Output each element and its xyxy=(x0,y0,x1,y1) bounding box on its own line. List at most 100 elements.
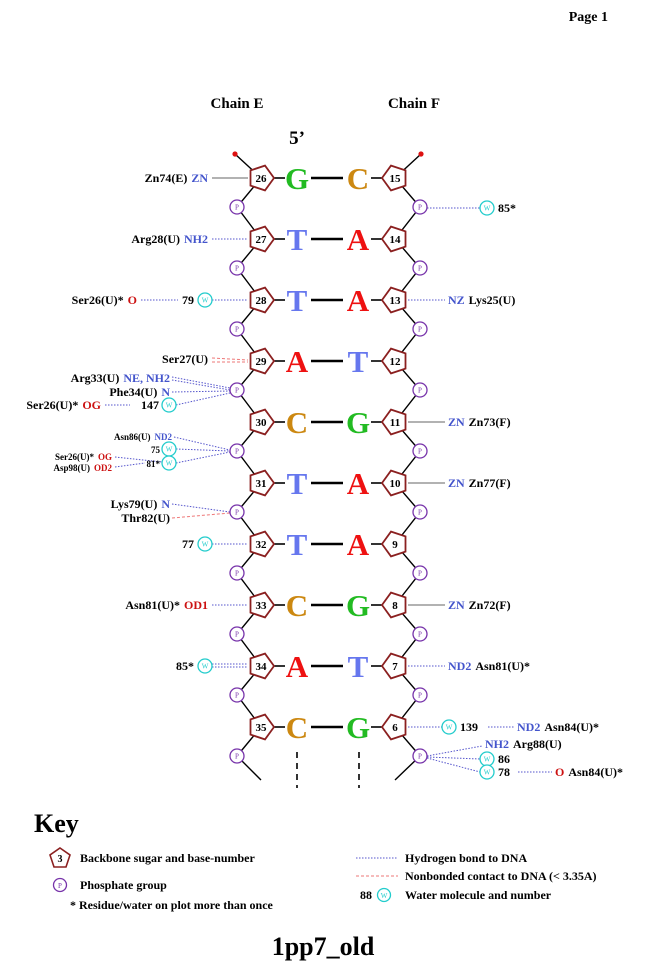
left-phosphate-6-icon xyxy=(229,565,245,581)
right-phosphate-0-label: P xyxy=(418,204,422,212)
left-int-phe34: Phe34(U)N xyxy=(109,385,170,399)
key-phosphate-text: Phosphate group xyxy=(80,878,167,892)
left-int-ser26-og2: Ser26(U)* OG xyxy=(55,452,112,462)
right-water-139-number: 139 xyxy=(460,720,478,734)
right-phosphate-6-icon xyxy=(412,565,428,581)
left-int-zn74-part-1: ZN xyxy=(191,171,208,185)
right-int-zn73-part-1: Zn73(F) xyxy=(469,415,511,429)
left-int-arg28: Arg28(U)NH2 xyxy=(131,232,208,246)
left-water-79-number: 79 xyxy=(182,293,194,307)
right-water-85-icon xyxy=(479,200,495,216)
right-phosphate-3-icon xyxy=(412,382,428,398)
left-phosphate-8-icon xyxy=(229,687,245,703)
right-sugar-3-number: 12 xyxy=(390,356,402,368)
right-sugar-2-group: 13 xyxy=(380,286,407,314)
key-sugar-text: Backbone sugar and base-number xyxy=(80,851,255,865)
left-sugar-5-pentagon-icon xyxy=(249,469,276,497)
right-sugar-3-group: 12 xyxy=(380,347,407,375)
left-int-lys79-line xyxy=(171,503,231,513)
left-phosphate-5-label: P xyxy=(235,509,239,517)
right-phosphate-3-label: P xyxy=(418,387,422,395)
left-sugar-3-pentagon-icon xyxy=(249,347,276,375)
right-phosphate-5-group: P xyxy=(412,504,428,520)
left-int-ser27-part-0: Ser27(U) xyxy=(162,352,208,366)
left-int-zn74-part-0: Zn74(E) xyxy=(145,171,188,185)
left-water-77-label: W xyxy=(202,541,209,549)
chain-right-title: Chain F xyxy=(388,96,440,112)
right-water-86-label: W xyxy=(484,756,491,764)
key-nonbond-entry: Nonbonded contact to DNA (< 3.35A) xyxy=(356,869,597,883)
left-base-5: T xyxy=(287,466,308,501)
left-sugar-1-group: 27 xyxy=(249,225,276,253)
left-int-ser26-o-part-1: O xyxy=(128,293,137,307)
right-base-0: C xyxy=(347,161,369,196)
right-phosphate-6-label: P xyxy=(418,570,422,578)
right-water-85-number: 85* xyxy=(498,201,516,215)
left-sugar-2-group: 28 xyxy=(249,286,276,314)
left-int-arg33-line-a xyxy=(171,376,231,389)
right-int-asn84-o-part-0: O xyxy=(555,765,564,779)
left-sugar-4-group: 30 xyxy=(249,408,276,436)
key-water-text: Water molecule and number xyxy=(405,888,552,902)
left-int-asn81-part-0: Asn81(U)* xyxy=(125,598,180,612)
left-water-79-group: W xyxy=(197,292,213,308)
left-water-85-number: 85* xyxy=(176,659,194,673)
left-phosphate-1-label: P xyxy=(235,265,239,273)
left-sugar-6-pentagon-icon xyxy=(249,530,276,558)
left-base-1: T xyxy=(287,222,308,257)
left-phosphate-9-label: P xyxy=(235,753,239,761)
left-water-81-line xyxy=(175,451,231,464)
left-phosphate-1-icon xyxy=(229,260,245,276)
left-sugar-2-number: 28 xyxy=(256,295,268,307)
right-water-78-group: W xyxy=(479,764,495,780)
left-phosphate-5-icon xyxy=(229,504,245,520)
left-int-ser27-line-a xyxy=(211,357,249,361)
right-phosphate-5-icon xyxy=(412,504,428,520)
right-5prime-end-dot xyxy=(418,151,424,157)
right-int-zn77-part-1: Zn77(F) xyxy=(469,476,511,490)
right-water-139-icon xyxy=(441,719,457,735)
left-sugar-0-number: 26 xyxy=(256,173,268,185)
left-sugar-7-pentagon-icon xyxy=(249,591,276,619)
left-phosphate-3-group: P xyxy=(229,382,245,398)
left-phosphate-6-label: P xyxy=(235,570,239,578)
left-int-asn86-part-1: ND2 xyxy=(155,432,173,442)
left-int-arg33: Arg33(U)NE, NH2 xyxy=(71,371,170,385)
key-star-text: * Residue/water on plot more than once xyxy=(70,898,274,912)
right-phosphate-4-group: P xyxy=(412,443,428,459)
left-int-ser26-og2-line xyxy=(114,456,163,463)
key-hbond-entry: Hydrogen bond to DNA xyxy=(356,851,527,865)
left-base-7: C xyxy=(286,588,308,623)
right-base-3: T xyxy=(348,344,369,379)
right-phosphate-8-label: P xyxy=(418,692,422,700)
left-phosphate-1-group: P xyxy=(229,260,245,276)
left-phosphate-3-label: P xyxy=(235,387,239,395)
right-base-4: G xyxy=(346,405,370,440)
right-sugar-8-number: 7 xyxy=(392,661,398,673)
left-base-2: T xyxy=(287,283,308,318)
left-int-thr82-line xyxy=(171,512,231,519)
key-sugar-entry: 3 Backbone sugar and base-number xyxy=(49,847,255,868)
right-sugar-7-group: 8 xyxy=(380,591,407,619)
left-int-ser26-og2-part-1: OG xyxy=(98,452,112,462)
left-int-ser26-og2-part-0: Ser26(U)* xyxy=(55,452,94,462)
left-phosphate-6-group: P xyxy=(229,565,245,581)
right-phosphate-7-group: P xyxy=(412,626,428,642)
left-sugar-4-pentagon-icon xyxy=(249,408,276,436)
right-phosphate-8-icon xyxy=(412,687,428,703)
right-int-zn72-part-1: Zn72(F) xyxy=(469,598,511,612)
key-phosphate-icon xyxy=(52,877,68,893)
right-water-139-group: W xyxy=(441,719,457,735)
left-int-asn81: Asn81(U)*OD1 xyxy=(125,598,208,612)
left-base-0: G xyxy=(285,161,309,196)
left-int-asn86: Asn86(U)ND2 xyxy=(114,432,173,442)
right-phosphate-9-group: P xyxy=(412,748,428,764)
left-sugar-9-group: 35 xyxy=(249,713,276,741)
left-phosphate-0-icon xyxy=(229,199,245,215)
right-phosphate-9-label: P xyxy=(418,753,422,761)
